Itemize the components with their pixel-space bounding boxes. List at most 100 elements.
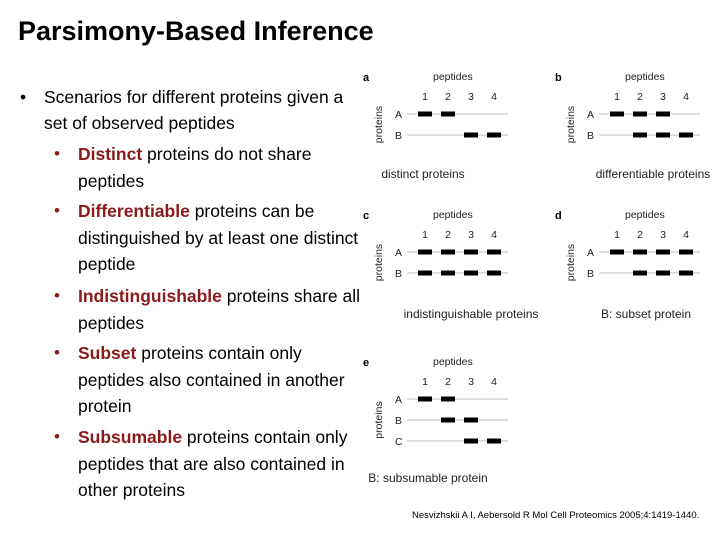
panel-caption: B: subsumable protein — [368, 471, 487, 485]
item-text: proteins contain only peptides that are … — [78, 427, 348, 500]
peptide-number: 4 — [491, 91, 497, 103]
bullet-icon: • — [54, 343, 60, 362]
peptide-number: 1 — [422, 229, 428, 241]
item-keyword: Differentiable — [78, 201, 190, 221]
item-text: proteins do not share peptides — [78, 144, 312, 191]
peptides-axis-label: peptides — [625, 209, 665, 221]
panel-caption: distinct proteins — [381, 167, 464, 181]
protein-label: C — [395, 436, 403, 448]
protein-label: B — [587, 268, 594, 280]
peptide-bar — [679, 270, 693, 276]
item-text: proteins share all peptides — [78, 286, 361, 333]
bullet-icon: • — [54, 144, 60, 163]
item-text: proteins contain only peptides also cont… — [78, 343, 345, 416]
protein-label: B — [395, 268, 402, 280]
peptides-axis-label: peptides — [433, 356, 473, 368]
item-text: proteins can be distinguished by at leas… — [78, 201, 359, 274]
proteins-axis-label: proteins — [373, 401, 385, 438]
bullet-icon: • — [54, 201, 60, 220]
protein-label: A — [587, 247, 594, 259]
panel-letter: d — [555, 210, 562, 222]
peptide-bar — [487, 249, 501, 255]
peptide-bar — [656, 111, 670, 117]
peptide-number: 1 — [422, 376, 428, 388]
bullet-list: • Scenarios for different proteins given… — [20, 87, 361, 500]
protein-label: A — [395, 394, 402, 406]
panel-letter: b — [555, 72, 562, 84]
proteins-axis-label: proteins — [565, 244, 577, 281]
peptide-number: 4 — [491, 376, 497, 388]
peptide-bar — [610, 249, 624, 255]
protein-label: A — [395, 109, 402, 121]
item-keyword: Subsumable — [78, 427, 183, 447]
peptide-bar — [656, 270, 670, 276]
peptide-bar — [679, 249, 693, 255]
peptide-bar — [487, 270, 501, 276]
peptide-number: 3 — [468, 229, 474, 241]
peptides-axis-label: peptides — [625, 71, 665, 83]
peptide-number: 4 — [683, 229, 689, 241]
peptide-number: 1 — [614, 229, 620, 241]
peptide-number: 3 — [660, 91, 666, 103]
peptide-bar — [464, 270, 478, 276]
peptide-bar — [656, 249, 670, 255]
peptide-bar — [487, 438, 501, 444]
peptide-bar — [441, 417, 455, 423]
panel-letter: c — [363, 210, 369, 222]
peptide-bar — [418, 270, 432, 276]
peptide-bar — [418, 396, 432, 402]
bullet-icon: • — [54, 286, 60, 305]
peptide-bar — [487, 132, 501, 138]
peptide-number: 2 — [637, 91, 643, 103]
peptide-bar — [656, 132, 670, 138]
peptide-bar — [464, 417, 478, 423]
peptide-number: 3 — [468, 91, 474, 103]
peptide-number: 1 — [422, 91, 428, 103]
protein-label: B — [587, 130, 594, 142]
panel-caption: B: subset protein — [601, 307, 691, 321]
peptide-bar — [633, 249, 647, 255]
item-keyword: Distinct — [78, 144, 143, 164]
panel-letter: e — [363, 357, 369, 369]
intro-text: Scenarios for different proteins given a… — [44, 87, 344, 133]
peptide-bar — [464, 132, 478, 138]
protein-label: B — [395, 130, 402, 142]
peptide-number: 2 — [445, 229, 451, 241]
panel-caption: differentiable proteins — [596, 167, 711, 181]
bullet-icon: • — [20, 87, 27, 107]
peptide-bar — [464, 249, 478, 255]
peptide-number: 4 — [683, 91, 689, 103]
protein-label: B — [395, 415, 402, 427]
peptide-number: 2 — [445, 91, 451, 103]
panel-caption: indistinguishable proteins — [404, 307, 539, 321]
protein-label: A — [587, 109, 594, 121]
peptide-bar — [441, 249, 455, 255]
peptide-bar — [441, 111, 455, 117]
peptide-number: 2 — [637, 229, 643, 241]
page-title: Parsimony-Based Inference — [18, 16, 374, 46]
peptide-bar — [418, 249, 432, 255]
peptide-bar — [610, 111, 624, 117]
proteins-axis-label: proteins — [373, 106, 385, 143]
peptide-bar — [441, 270, 455, 276]
peptide-bar — [633, 111, 647, 117]
peptide-bar — [679, 132, 693, 138]
peptide-number: 2 — [445, 376, 451, 388]
panel-letter: a — [363, 72, 370, 84]
peptide-bar — [441, 396, 455, 402]
proteins-axis-label: proteins — [565, 106, 577, 143]
peptide-number: 3 — [468, 376, 474, 388]
peptides-axis-label: peptides — [433, 209, 473, 221]
peptide-bar — [633, 270, 647, 276]
peptide-number: 4 — [491, 229, 497, 241]
item-keyword: Subset — [78, 343, 137, 363]
bullet-icon: • — [54, 427, 60, 446]
peptide-bar — [633, 132, 647, 138]
protein-label: A — [395, 247, 402, 259]
item-keyword: Indistinguishable — [78, 286, 222, 306]
peptide-bar — [418, 111, 432, 117]
proteins-axis-label: proteins — [373, 244, 385, 281]
peptide-number: 1 — [614, 91, 620, 103]
